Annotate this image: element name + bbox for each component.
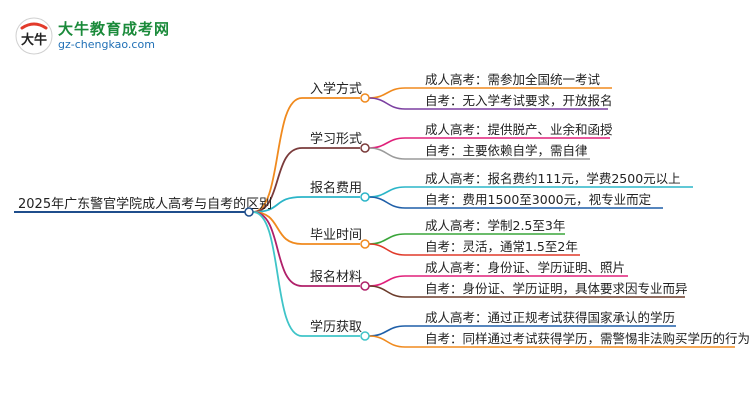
- branch-label: 学习形式: [310, 131, 362, 147]
- leaf-label: 自考：无入学考试要求，开放报名: [425, 93, 613, 108]
- logo-title: 大牛教育成考网: [58, 20, 171, 38]
- branch-connector: [252, 147, 303, 213]
- branch-node-circle[interactable]: [360, 239, 370, 249]
- branch-connector: [252, 196, 303, 213]
- branch-connector: [252, 97, 303, 213]
- leaf-connector: [368, 186, 406, 198]
- leaf-connector: [368, 285, 406, 298]
- leaf-label: 成人高考：通过正规考试获得国家承认的学历: [425, 310, 675, 325]
- logo-mark-text: 大牛: [21, 32, 47, 48]
- mind-map-nodes: 2025年广东警官学院成人高考与自考的区别入学方式成人高考：需参加全国统一考试自…: [18, 72, 750, 346]
- leaf-label: 成人高考：需参加全国统一考试: [425, 72, 601, 87]
- leaf-label: 自考：同样通过考试获得学历，需警惕非法购买学历的行为: [425, 331, 750, 346]
- branch-node-circle[interactable]: [360, 281, 370, 291]
- leaf-connector: [368, 275, 406, 287]
- leaf-label: 自考：身份证、学历证明，具体要求因专业而异: [425, 281, 688, 296]
- branch-node-circle[interactable]: [360, 331, 370, 341]
- leaf-connector: [368, 137, 406, 149]
- branch-node-circle[interactable]: [360, 192, 370, 202]
- leaf-connector: [368, 87, 406, 99]
- branch-label: 毕业时间: [310, 228, 362, 243]
- logo-url[interactable]: gz-chengkao.com: [58, 38, 155, 51]
- site-logo[interactable]: 大牛 大牛教育成考网 gz-chengkao.com: [14, 16, 224, 56]
- leaf-connector: [368, 147, 406, 160]
- leaf-label: 成人高考：报名费约111元，学费2500元以上: [425, 171, 681, 186]
- leaf-connector: [368, 196, 406, 209]
- leaf-label: 成人高考：身份证、学历证明、照片: [425, 260, 625, 275]
- leaf-label: 自考：主要依赖自学，需自律: [425, 143, 588, 158]
- leaf-connector: [368, 233, 406, 245]
- leaf-label: 成人高考：学制2.5至3年: [425, 218, 565, 233]
- leaf-label: 成人高考：提供脱产、业余和函授: [425, 122, 613, 137]
- root-node-circle[interactable]: [244, 207, 254, 217]
- leaf-label: 自考：费用1500至3000元，视专业而定: [425, 192, 651, 207]
- leaf-label: 自考：灵活，通常1.5至2年: [425, 239, 578, 254]
- branch-label: 学历获取: [310, 319, 362, 335]
- leaf-connector: [368, 243, 406, 256]
- leaf-connector: [368, 325, 406, 337]
- branch-node-circle[interactable]: [360, 93, 370, 103]
- branch-label: 报名费用: [310, 180, 362, 196]
- root-topic: 2025年广东警官学院成人高考与自考的区别: [18, 196, 272, 212]
- branch-connector: [252, 211, 303, 287]
- branch-label: 入学方式: [310, 81, 362, 97]
- mind-map-edges: [14, 87, 735, 348]
- leaf-connector: [368, 335, 406, 348]
- branch-connector: [252, 211, 303, 245]
- logo-mark-icon: 大牛: [15, 17, 53, 55]
- leaf-connector: [368, 97, 406, 110]
- branch-label: 报名材料: [310, 269, 362, 285]
- branch-connector: [252, 211, 303, 337]
- branch-node-circle[interactable]: [360, 143, 370, 153]
